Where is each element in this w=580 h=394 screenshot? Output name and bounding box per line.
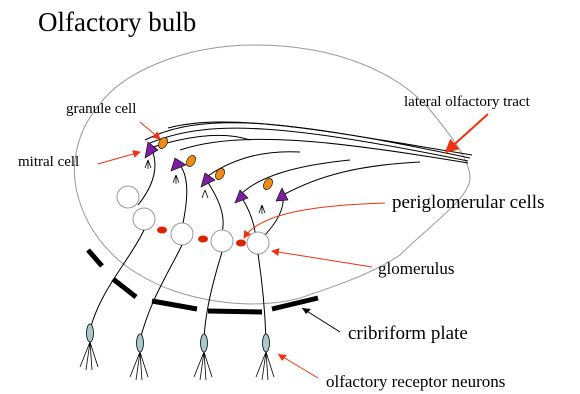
- glomerulus-circle: [171, 223, 193, 245]
- label-glomerulus: glomerulus: [378, 259, 455, 278]
- periglomerular-cells-arrow: [244, 203, 385, 238]
- label-arrows: [98, 114, 488, 267]
- black-arrows: [278, 308, 340, 378]
- mitral-cell: [171, 158, 186, 171]
- diagram-title: Olfactory bulb: [38, 7, 196, 37]
- mitral-cell: [276, 188, 288, 201]
- label-periglomerular-cells: periglomerular cells: [392, 192, 544, 213]
- periglomerular-cell: [198, 236, 208, 243]
- label-mitral-cell: mitral cell: [18, 154, 79, 170]
- label-cribriform-plate: cribriform plate: [348, 323, 468, 344]
- granule-cell: [214, 167, 227, 181]
- mitral-cell: [201, 173, 215, 187]
- granule-cell: [185, 154, 198, 168]
- label-lateral-olfactory-tract: lateral olfactory tract: [404, 94, 531, 110]
- granule-cell: [262, 177, 275, 191]
- mitral-cell: [235, 190, 248, 203]
- receptor-neuron: [80, 324, 98, 370]
- receptor-neuron: [256, 334, 274, 380]
- glomerulus-circle: [117, 186, 139, 208]
- cribriform-plate: [88, 250, 318, 312]
- label-olfactory-receptor-neurons: olfactory receptor neurons: [326, 372, 505, 391]
- label-granule-cell: granule cell: [66, 101, 136, 117]
- periglomerular-cell: [236, 240, 246, 247]
- receptor-neuron: [130, 334, 148, 380]
- dendritic-tufts: [145, 160, 265, 214]
- receptor-axons: [90, 230, 266, 340]
- granule-cell-arrow: [140, 122, 160, 139]
- glomerulus-circle: [247, 232, 269, 254]
- glomerulus-circle: [211, 230, 233, 252]
- glomerulus-circle: [133, 208, 155, 230]
- mitral-cell: [145, 142, 158, 158]
- receptor-neuron: [194, 334, 212, 380]
- glomerulus-arrow: [272, 251, 372, 267]
- olfactory-receptor-neurons: [80, 324, 274, 380]
- periglomerular-cell: [157, 227, 167, 234]
- mitral-cell-arrow: [98, 152, 140, 164]
- lateral-olfactory-tract-arrow: [446, 114, 488, 152]
